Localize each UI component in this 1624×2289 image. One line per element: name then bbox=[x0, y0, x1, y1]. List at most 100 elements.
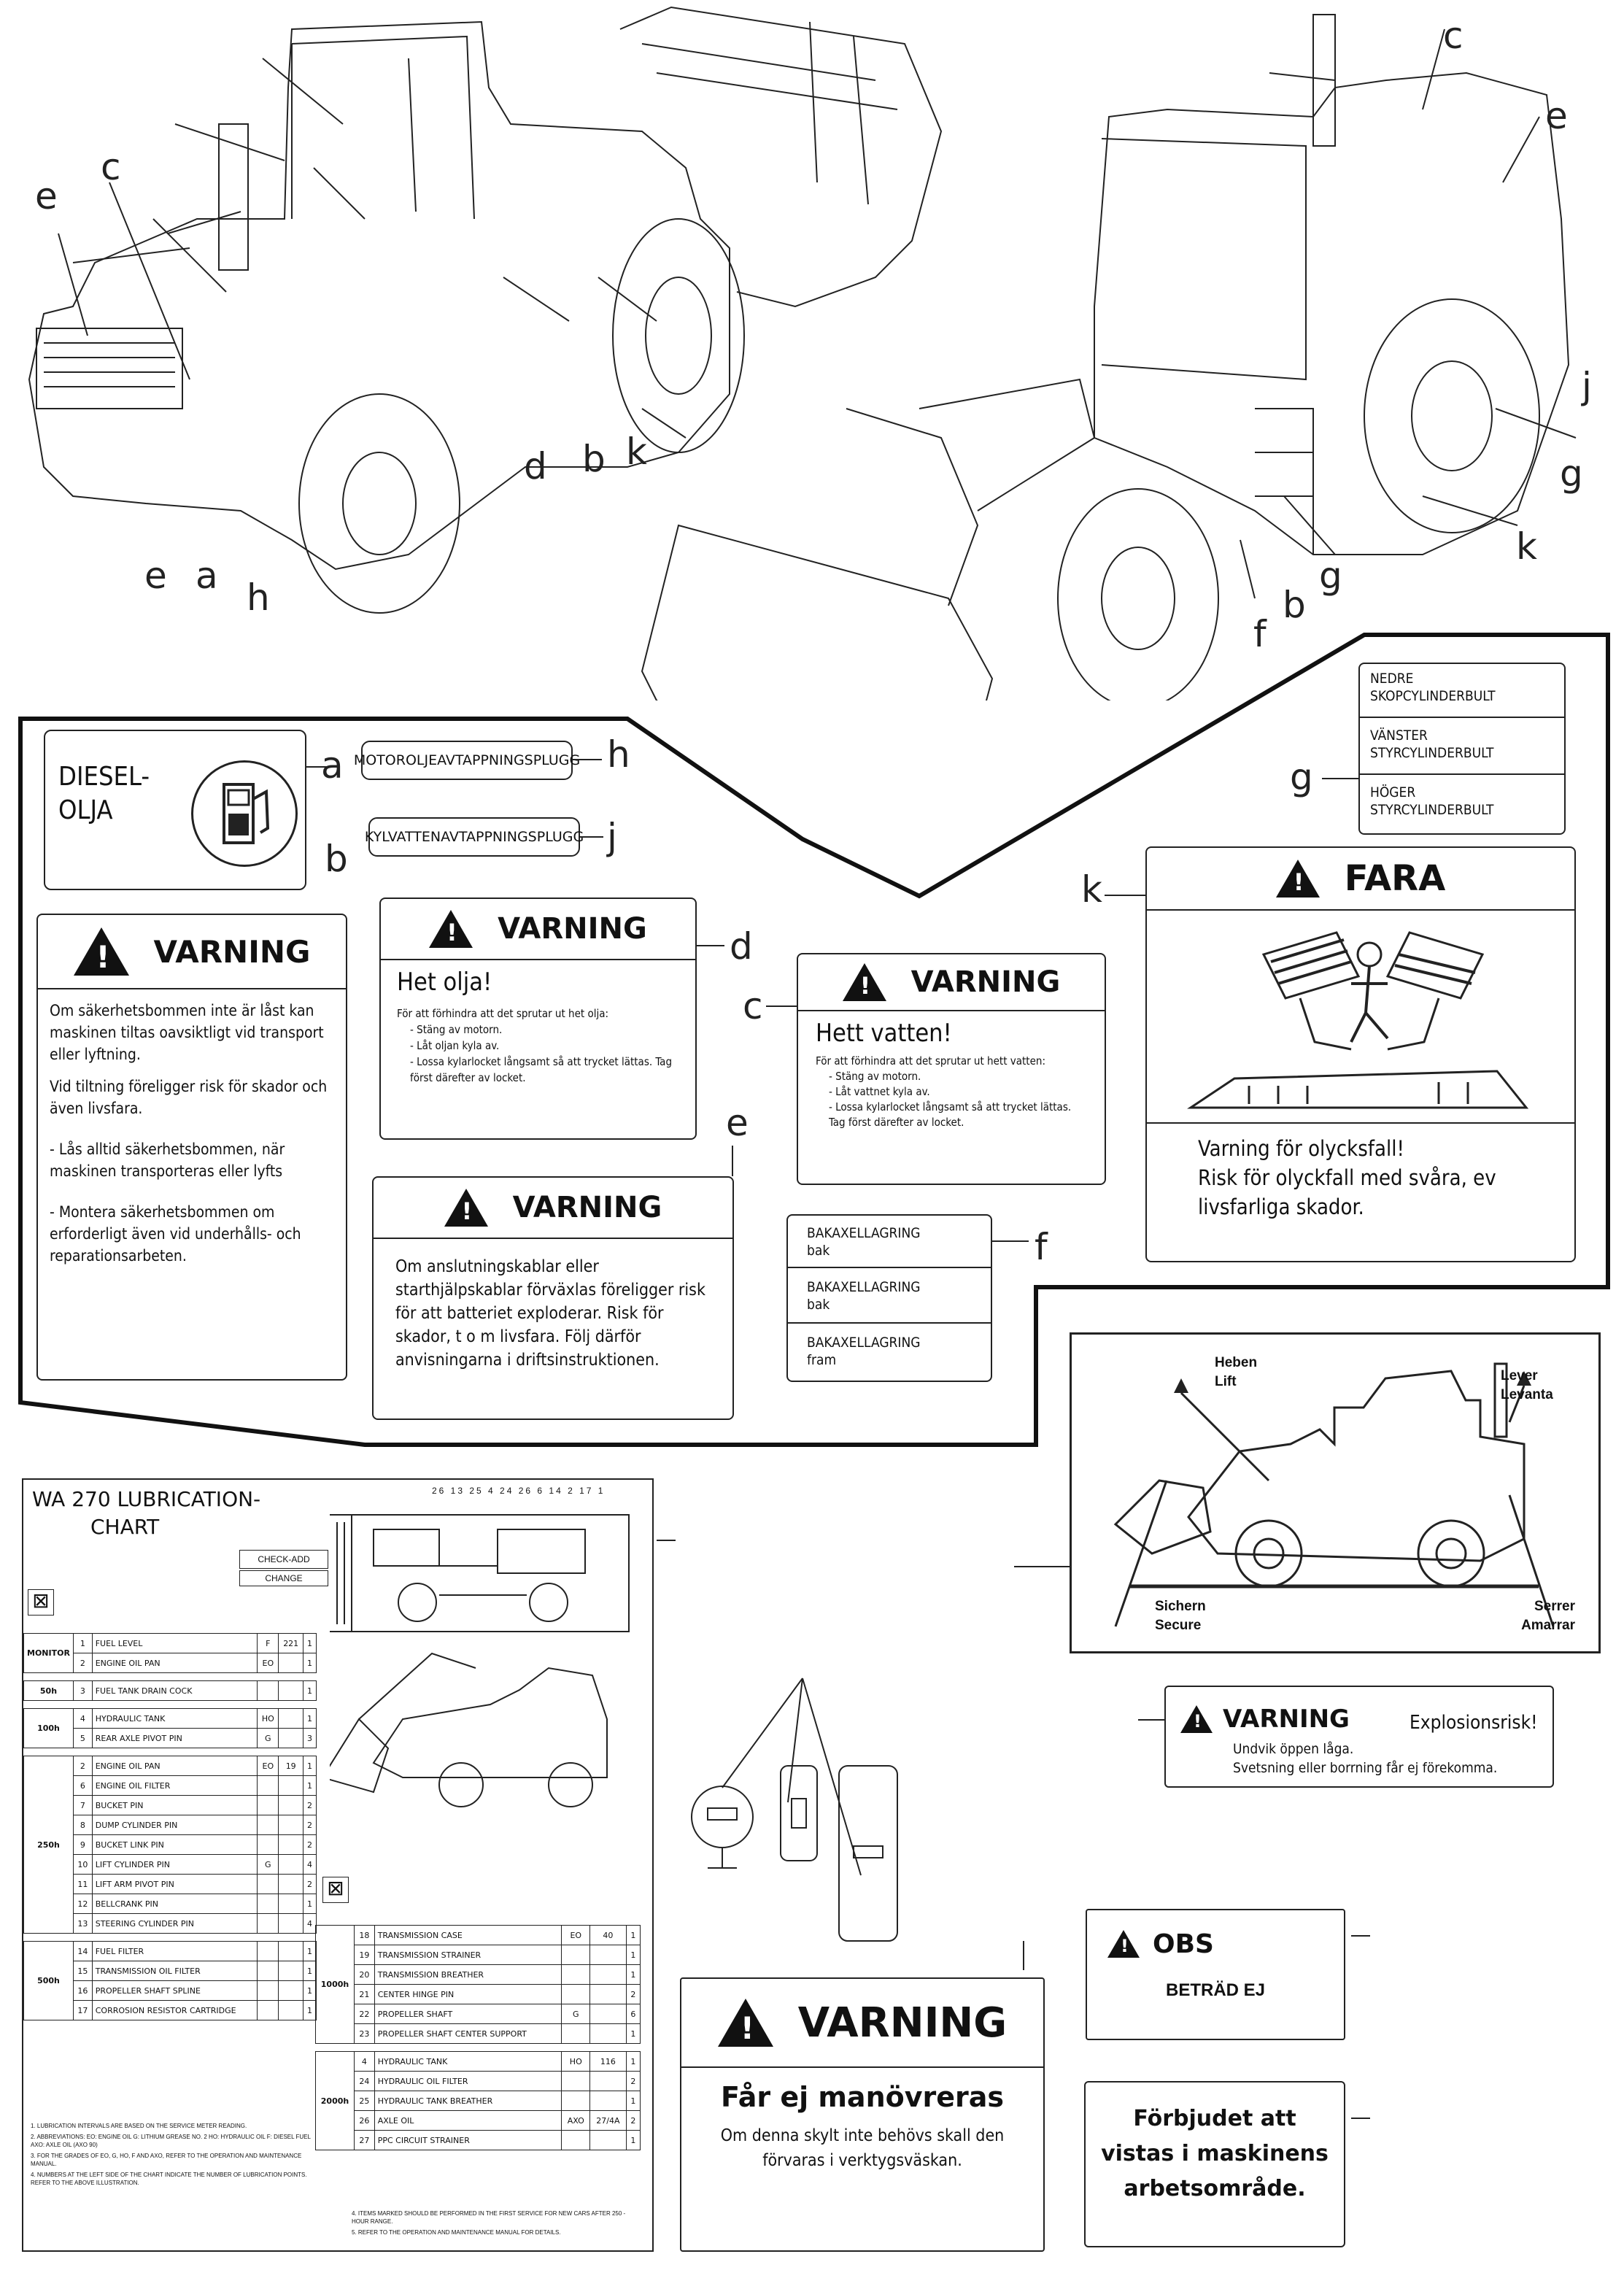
lube-oil-type bbox=[257, 1874, 279, 1894]
lube-quantity bbox=[278, 1834, 304, 1855]
warning-step-3: - Lossa kylarlocket långsamt så att tryc… bbox=[410, 1055, 673, 1084]
warning-text: Om anslutningskablar eller starthjälpska… bbox=[395, 1257, 705, 1370]
lube-quantity: 221 bbox=[278, 1633, 304, 1653]
decal-motoroljeavtappningsplugg: MOTOROLJEAVTAPPNINGSPLUGG bbox=[354, 741, 580, 780]
lube-quantity bbox=[278, 1653, 304, 1673]
lube-item-name: TRANSMISSION BREATHER bbox=[374, 1964, 562, 1985]
lube-oil-type bbox=[257, 1913, 279, 1934]
warning-title: VARNING bbox=[797, 1999, 1008, 2047]
decal-obs-betrad-ej: OBS BETRÄD EJ bbox=[1086, 1909, 1345, 2040]
explosion-line-2: Svetsning eller borrning får ej förekomm… bbox=[1233, 1760, 1498, 1776]
leader-f bbox=[992, 1240, 1029, 1242]
callout-letter-g: g bbox=[1319, 555, 1342, 597]
danger-line-3: livsfarliga skador. bbox=[1198, 1194, 1364, 1219]
lube-item-number: 6 bbox=[72, 1775, 93, 1796]
grease-symbol-icon: ⊠ bbox=[322, 1877, 349, 1903]
lube-points: 1 bbox=[303, 1756, 317, 1776]
warning-triangle-icon bbox=[1107, 1930, 1140, 1958]
warning-paragraph-1: Om säkerhetsbommen inte är låst kan mask… bbox=[50, 1002, 324, 1063]
lube-oil-type: HO bbox=[561, 2051, 591, 2072]
callout-letter-k: k bbox=[1516, 525, 1537, 568]
lube-item-number: 5 bbox=[72, 1728, 93, 1748]
warning-title: VARNING bbox=[910, 965, 1061, 999]
lube-item-name: TRANSMISSION STRAINER bbox=[374, 1945, 562, 1965]
lube-item-name: HYDRAULIC TANK BREATHER bbox=[374, 2091, 562, 2111]
callout-letter-c: c bbox=[101, 146, 121, 188]
lube-quantity bbox=[278, 1941, 304, 1961]
leader-a bbox=[306, 766, 328, 768]
lube-interval-cell: 100h bbox=[23, 1708, 74, 1748]
lube-quantity: 40 bbox=[589, 1925, 627, 1945]
warning-line-1: Om denna skylt inte behövs skall den bbox=[720, 2126, 1005, 2145]
lube-oil-type bbox=[257, 1775, 279, 1796]
lube-item-number: 9 bbox=[72, 1834, 93, 1855]
lube-oil-type bbox=[561, 2071, 591, 2091]
lube-quantity bbox=[589, 2023, 627, 2044]
callout-letter-e: e bbox=[144, 555, 167, 597]
warning-triangle-icon bbox=[1275, 860, 1320, 898]
lift-label-en: Lift bbox=[1215, 1374, 1237, 1389]
leader-lift bbox=[1014, 1566, 1070, 1567]
lube-interval-cell: MONITOR bbox=[23, 1633, 74, 1673]
decal-cylinder-bolts: NEDRE SKOPCYLINDERBULT VÄNSTER STYRCYLIN… bbox=[1358, 663, 1566, 835]
lube-points: 1 bbox=[303, 1680, 317, 1701]
lube-item-name: ENGINE OIL PAN bbox=[91, 1653, 258, 1673]
leader-k bbox=[1105, 895, 1145, 896]
warning-title: VARNING bbox=[498, 912, 647, 946]
lube-oil-type bbox=[257, 1795, 279, 1815]
lube-item-number: 26 bbox=[354, 2110, 375, 2131]
lube-item-name: BUCKET PIN bbox=[91, 1795, 258, 1815]
lube-quantity bbox=[278, 1708, 304, 1729]
danger-line-2: Risk för olyckfall med svåra, ev bbox=[1198, 1165, 1496, 1190]
lube-points: 1 bbox=[303, 1941, 317, 1961]
lube-item-number: 4 bbox=[354, 2051, 375, 2072]
danger-line-1: Varning för olycksfall! bbox=[1198, 1136, 1404, 1161]
lift-label-fr: Lever bbox=[1501, 1368, 1538, 1383]
callout-letter-f: f bbox=[1253, 613, 1267, 655]
decal-letter-k: k bbox=[1081, 868, 1102, 911]
lube-item-number: 17 bbox=[72, 2000, 93, 2020]
decal-kylvattenavtappningsplugg: KYLVATTENAVTAPPNINGSPLUGG bbox=[365, 817, 584, 857]
lube-item-number: 20 bbox=[354, 1964, 375, 1985]
warning-triangle-icon bbox=[717, 1999, 773, 2047]
warning-step-2: - Låt oljan kyla av. bbox=[410, 1039, 500, 1052]
lube-interval-cell: 250h bbox=[23, 1756, 74, 1934]
wheel-loader-front-view-illustration bbox=[641, 14, 1570, 700]
lube-points: 1 bbox=[625, 1925, 641, 1945]
lube-item-number: 23 bbox=[354, 2023, 375, 2044]
lube-points: 1 bbox=[303, 1633, 317, 1653]
warning-heading: Hett vatten! bbox=[816, 1019, 952, 1048]
lube-quantity bbox=[278, 1961, 304, 1981]
lube-points: 6 bbox=[625, 2004, 641, 2024]
warning-triangle-icon bbox=[429, 910, 473, 948]
lube-quantity bbox=[278, 1775, 304, 1796]
chart-note: 5. REFER TO THE OPERATION AND MAINTENANC… bbox=[352, 2229, 561, 2236]
decal-letter-f: f bbox=[1035, 1226, 1048, 1268]
secure-label-es: Amarrar bbox=[1521, 1618, 1575, 1633]
lube-oil-type: G bbox=[257, 1854, 279, 1875]
lift-label-es: Levanta bbox=[1501, 1387, 1553, 1402]
lube-item-name: HYDRAULIC TANK bbox=[91, 1708, 258, 1729]
decal-letter-g: g bbox=[1290, 756, 1313, 798]
lube-item-name: FUEL LEVEL bbox=[91, 1633, 258, 1653]
lube-item-number: 3 bbox=[72, 1680, 93, 1701]
lube-item-name: TRANSMISSION OIL FILTER bbox=[91, 1961, 258, 1981]
callout-letter-c: c bbox=[1443, 15, 1463, 57]
lube-item-number: 13 bbox=[72, 1913, 93, 1934]
lube-quantity bbox=[278, 2000, 304, 2020]
warning-step-1: - Stäng av motorn. bbox=[829, 1070, 921, 1083]
lube-oil-type bbox=[257, 1980, 279, 2001]
lube-item-number: 25 bbox=[354, 2091, 375, 2111]
